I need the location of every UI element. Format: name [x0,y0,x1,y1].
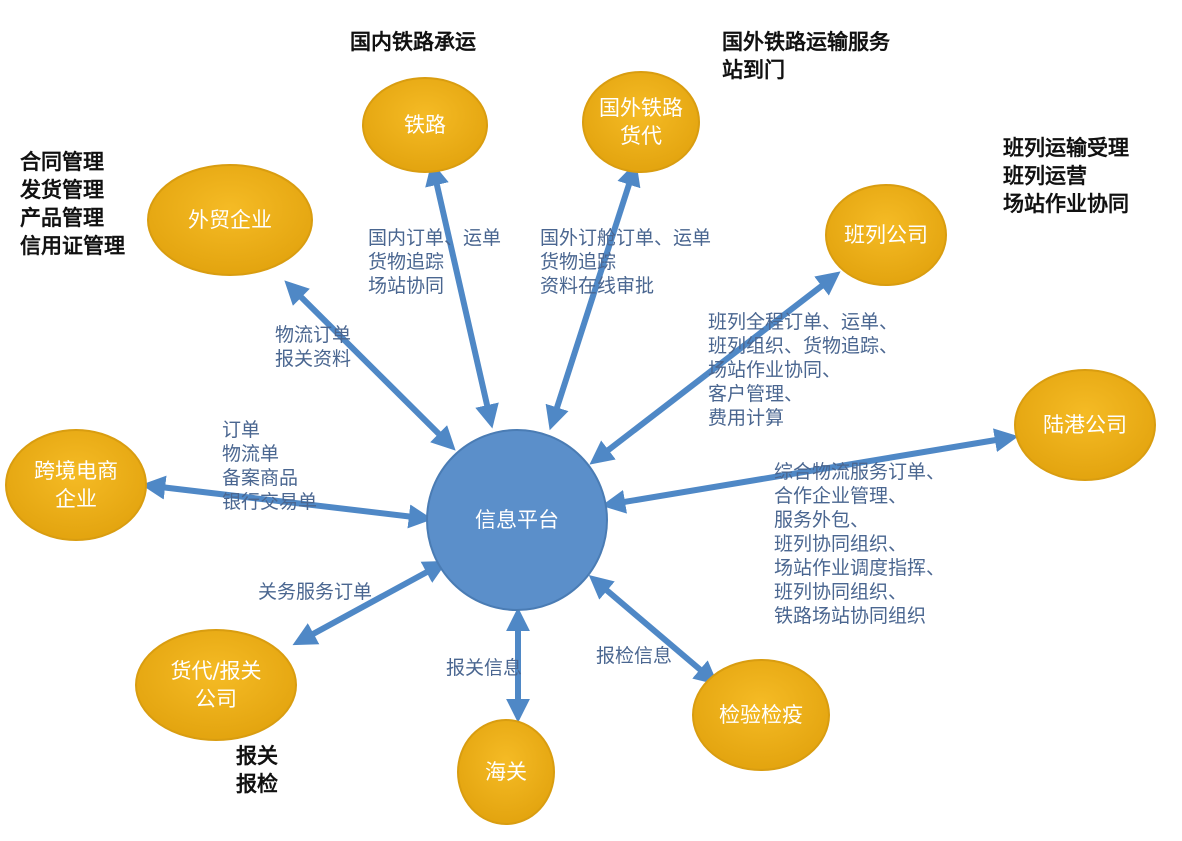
node-train-company-label: 班列公司 [844,223,928,247]
flow-forwarder: 关务服务订单 [258,581,373,603]
hub-label: 信息平台 [475,508,559,532]
note-railway: 国内铁路承运 [350,30,476,54]
arrow-train-company [589,271,841,465]
note-trade: 合同管理发货管理产品管理信用证管理 [20,150,125,258]
node-forwarder-label: 货代/报关公司 [170,659,262,711]
note-foreign-forwarder: 国外铁路运输服务站到门 [722,30,890,82]
arrow-inspection [588,575,719,685]
node-customs-shape [457,719,555,825]
flow-dry-port: 综合物流服务订单、合作企业管理、服务外包、班列协同组织、场站作业调度指挥、班列协… [774,461,946,627]
node-train-company-shape [825,184,947,286]
node-forwarder-shape [135,629,297,741]
flow-ecommerce: 订单物流单备案商品银行交易单 [222,419,318,513]
flow-inspection: 报检信息 [596,645,673,667]
node-foreign-forwarder-label: 国外铁路货代 [599,96,683,148]
arrow-dry-port [601,428,1019,514]
arrow-trade [284,280,456,451]
arrow-railway [425,161,499,429]
node-railway-label: 铁路 [404,113,446,137]
hub-circle [426,429,608,611]
arrow-forwarder [292,560,448,646]
node-foreign-forwarder-shape [582,71,700,173]
node-trade-label: 外贸企业 [188,208,272,232]
flow-customs: 报关信息 [446,657,523,679]
flow-trade: 物流订单报关资料 [275,324,352,370]
flow-foreign-forwarder: 国外订舱订单、运单货物追踪资料在线审批 [540,227,712,297]
arrow-ecommerce [141,475,433,529]
note-forwarder: 报关报检 [236,744,278,796]
note-train-company: 班列运输受理班列运营场站作业协同 [1003,136,1129,216]
node-customs-label: 海关 [485,760,527,784]
node-ecommerce-shape [5,429,147,541]
node-trade-shape [147,164,313,276]
node-ecommerce-label: 跨境电商企业 [34,459,118,511]
node-dry-port-shape [1014,369,1156,481]
node-inspection-shape [692,659,830,771]
node-dry-port-label: 陆港公司 [1043,413,1127,437]
node-inspection-label: 检验检疫 [719,703,803,727]
node-railway-shape [362,77,488,173]
flow-train-company: 班列全程订单、运单、班列组织、货物追踪、场站作业协同、客户管理、费用计算 [708,311,899,429]
flow-railway: 国内订单、运单货物追踪场站协同 [368,227,502,297]
